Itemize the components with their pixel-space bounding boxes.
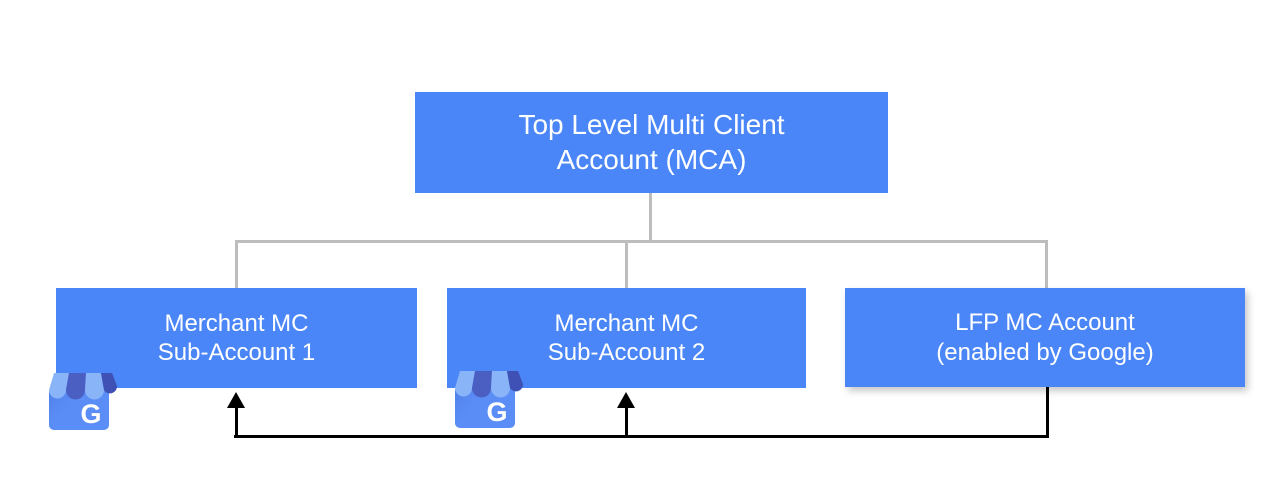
google-my-business-icon: G	[447, 364, 524, 430]
node-lfp-mc-account[interactable]: LFP MC Account (enabled by Google)	[845, 288, 1245, 387]
node-lfp-mc-account-label: LFP MC Account (enabled by Google)	[936, 309, 1154, 366]
connector-mca-stem	[649, 192, 652, 242]
gmb-letter-g: G	[486, 397, 507, 427]
connector-drop-lfp	[1045, 240, 1048, 290]
arrowhead-to-sub2	[617, 392, 635, 408]
node-top-level-mca-label: Top Level Multi Client Account (MCA)	[518, 109, 785, 175]
feedback-connector-riser-sub2	[625, 405, 628, 437]
node-merchant-sub-account-2-label: Merchant MC Sub-Account 2	[547, 309, 706, 366]
google-my-business-icon: G	[41, 366, 118, 432]
gmb-letter-g: G	[80, 399, 101, 429]
feedback-connector-riser-sub1	[235, 405, 238, 437]
connector-horizontal-bus	[235, 240, 1048, 243]
feedback-connector-bus	[234, 435, 1049, 438]
node-merchant-sub-account-1-label: Merchant MC Sub-Account 1	[157, 309, 316, 366]
feedback-connector-riser-lfp	[1046, 387, 1049, 438]
node-merchant-sub-account-1[interactable]: Merchant MC Sub-Account 1	[56, 288, 417, 388]
arrowhead-to-sub1	[227, 392, 245, 408]
node-top-level-mca[interactable]: Top Level Multi Client Account (MCA)	[415, 92, 888, 193]
connector-drop-sub2	[625, 240, 628, 290]
connector-drop-sub1	[235, 240, 238, 290]
